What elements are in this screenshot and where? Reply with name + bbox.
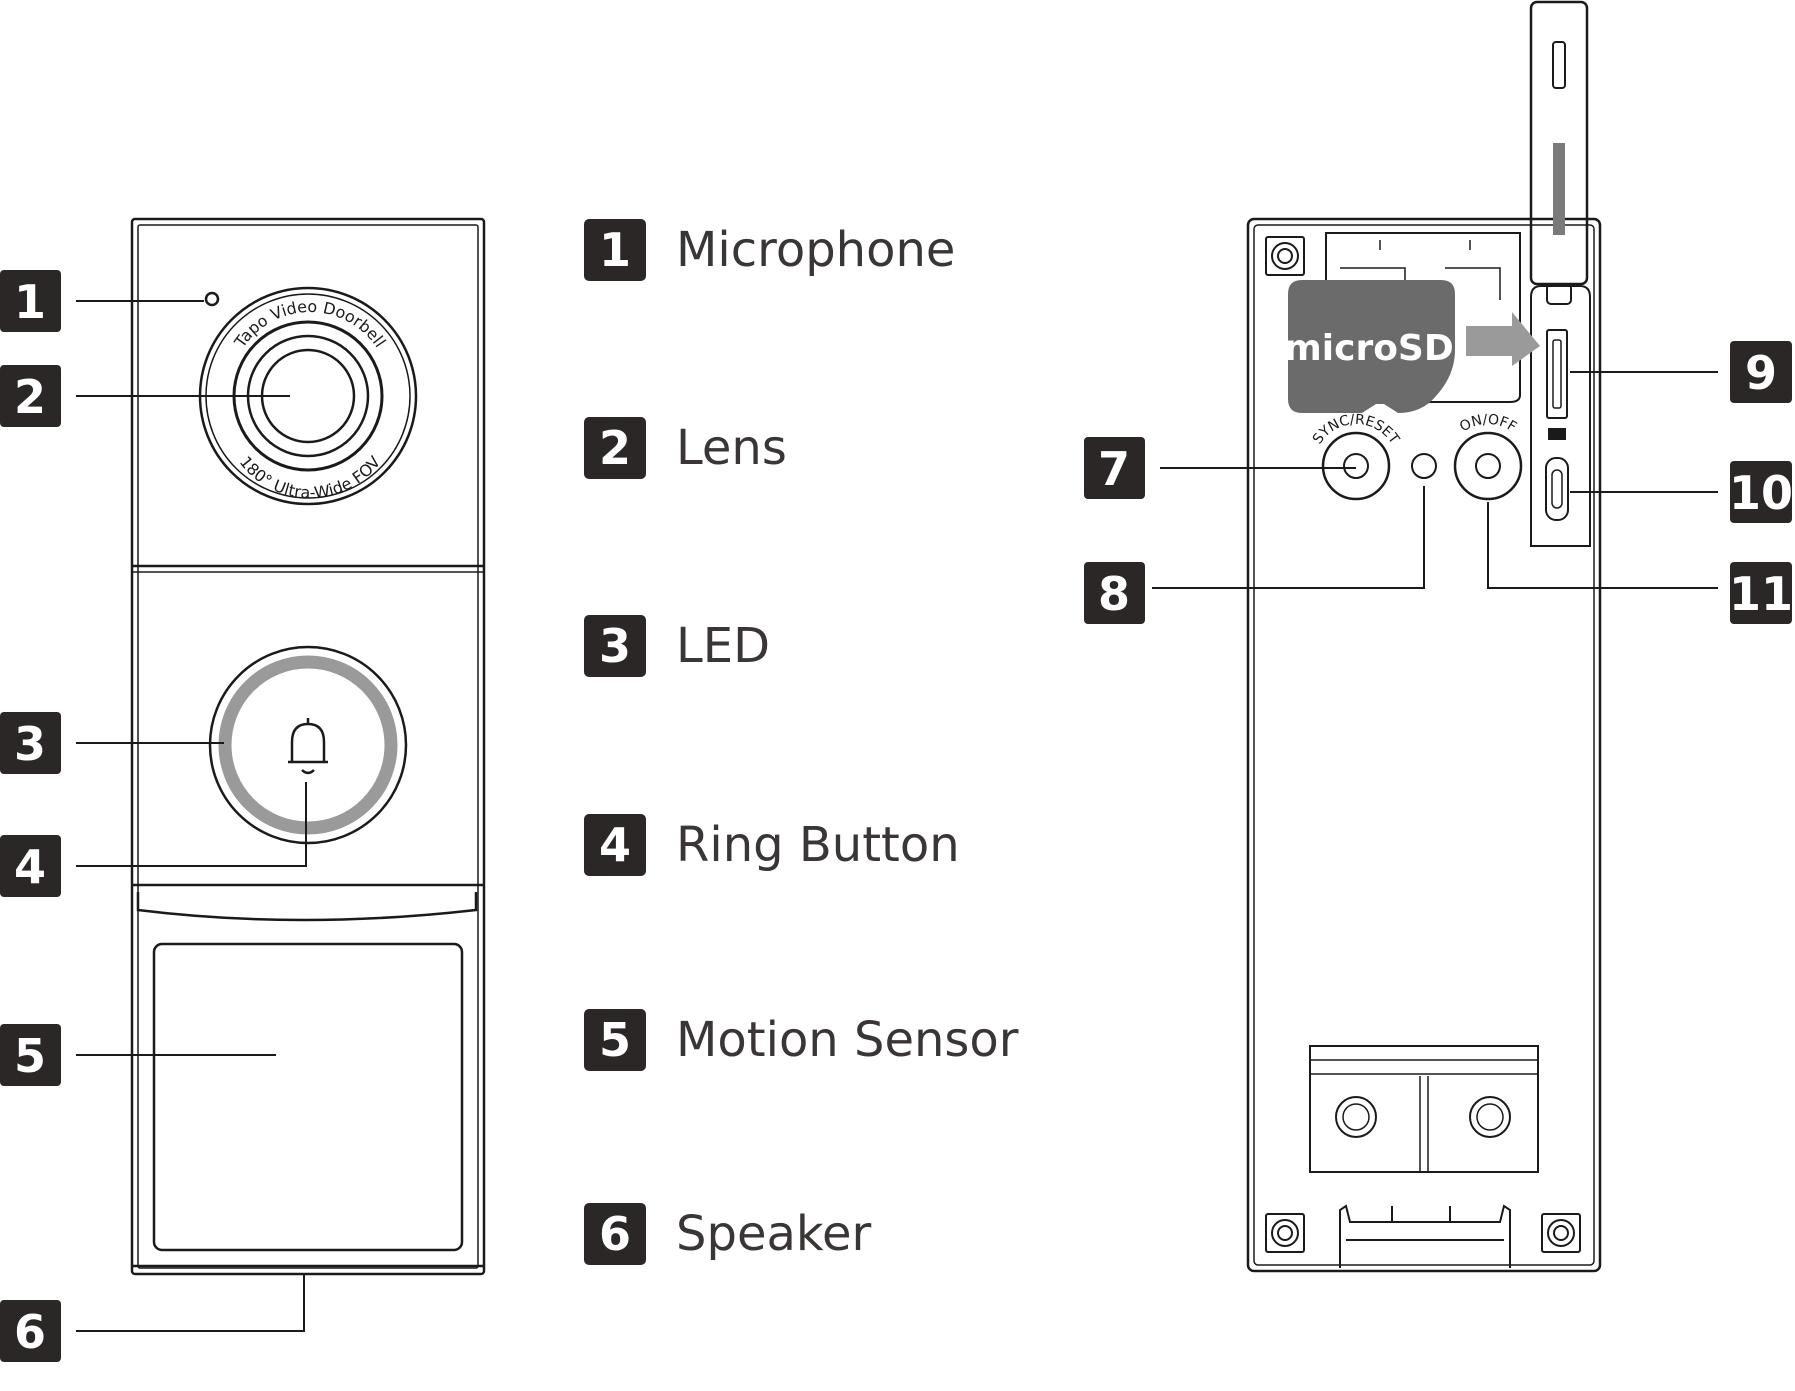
sync-reset-button <box>1321 431 1391 501</box>
svg-text:1: 1 <box>14 275 46 329</box>
callout-4: 4 <box>0 835 61 897</box>
motion-sensor-window <box>152 942 464 1252</box>
svg-text:2: 2 <box>14 370 46 424</box>
legend-label: Speaker <box>676 1206 872 1262</box>
legend-label: Motion Sensor <box>676 1012 1019 1068</box>
lens-text-bottom: 180° Ultra-Wide FOV <box>236 452 385 502</box>
legend-badge: 2 <box>584 417 646 479</box>
callout-8: 8 <box>1084 562 1145 624</box>
legend-item-led: 3 LED <box>584 614 770 678</box>
callout-1: 1 <box>0 270 61 332</box>
port-panel <box>1530 285 1591 547</box>
svg-text:6: 6 <box>14 1305 46 1359</box>
microphone-hole <box>204 291 220 307</box>
back-view <box>1246 0 1602 1273</box>
microsd-icon <box>1548 428 1566 440</box>
callout-6: 6 <box>0 1300 61 1362</box>
front-callouts: 1 2 3 4 5 6 <box>0 270 61 1362</box>
microsd-card: microSD <box>1284 280 1455 413</box>
on-off-button <box>1453 431 1523 501</box>
legend-badge: 1 <box>584 219 646 281</box>
back-leader-lines <box>1152 371 1718 589</box>
front-view <box>130 217 486 1276</box>
legend-label: LED <box>676 618 771 674</box>
legend-label: Microphone <box>676 222 956 278</box>
status-led <box>1411 453 1437 479</box>
legend-item-speaker: 6 Speaker <box>584 1202 871 1266</box>
svg-text:3: 3 <box>14 717 46 771</box>
callout-10: 10 <box>1729 461 1793 523</box>
screw-bottom-left <box>1265 1213 1305 1253</box>
screw-top-left <box>1265 236 1305 276</box>
microsd-slot <box>1546 329 1568 419</box>
svg-text:10: 10 <box>1729 466 1793 520</box>
svg-text:5: 5 <box>14 1029 46 1083</box>
mounting-bracket <box>1309 1045 1539 1173</box>
callout-2: 2 <box>0 365 61 427</box>
legend-badge: 3 <box>584 615 646 677</box>
legend-item-lens: 2 Lens <box>584 416 787 480</box>
led-ring <box>218 655 398 835</box>
insert-arrow-icon <box>1466 312 1540 366</box>
callout-7: 7 <box>1084 437 1145 499</box>
microsd-label: microSD <box>1284 328 1454 369</box>
svg-text:11: 11 <box>1729 567 1793 621</box>
svg-text:7: 7 <box>1098 442 1130 496</box>
callout-3: 3 <box>0 712 61 774</box>
ring-button <box>208 645 408 845</box>
legend-item-ring-button: 4 Ring Button <box>584 813 960 877</box>
legend-label: Ring Button <box>676 817 960 873</box>
bell-icon <box>288 718 328 775</box>
bottom-clip <box>1339 1204 1511 1268</box>
usb-c-port <box>1545 457 1569 521</box>
callout-11: 11 <box>1729 562 1793 624</box>
sync-reset-label: SYNC/RESET <box>1310 412 1402 448</box>
callout-5: 5 <box>0 1024 61 1086</box>
legend-item-motion-sensor: 5 Motion Sensor <box>584 1008 1019 1072</box>
back-callouts: 7 8 9 10 11 <box>1084 341 1793 624</box>
legend-badge: 6 <box>584 1203 646 1265</box>
front-body <box>130 217 486 1276</box>
legend-item-microphone: 1 Microphone <box>584 218 955 282</box>
legend-badge: 5 <box>584 1009 646 1071</box>
svg-text:8: 8 <box>1098 567 1130 621</box>
back-body <box>1246 217 1602 1273</box>
callout-9: 9 <box>1730 341 1792 403</box>
screw-bottom-right <box>1541 1213 1581 1253</box>
svg-text:4: 4 <box>14 840 46 894</box>
legend-label: Lens <box>676 420 787 476</box>
on-off-label: ON/OFF <box>1457 412 1519 436</box>
svg-text:9: 9 <box>1745 346 1777 400</box>
front-leader-lines <box>76 300 307 1332</box>
legend-badge: 4 <box>584 814 646 876</box>
